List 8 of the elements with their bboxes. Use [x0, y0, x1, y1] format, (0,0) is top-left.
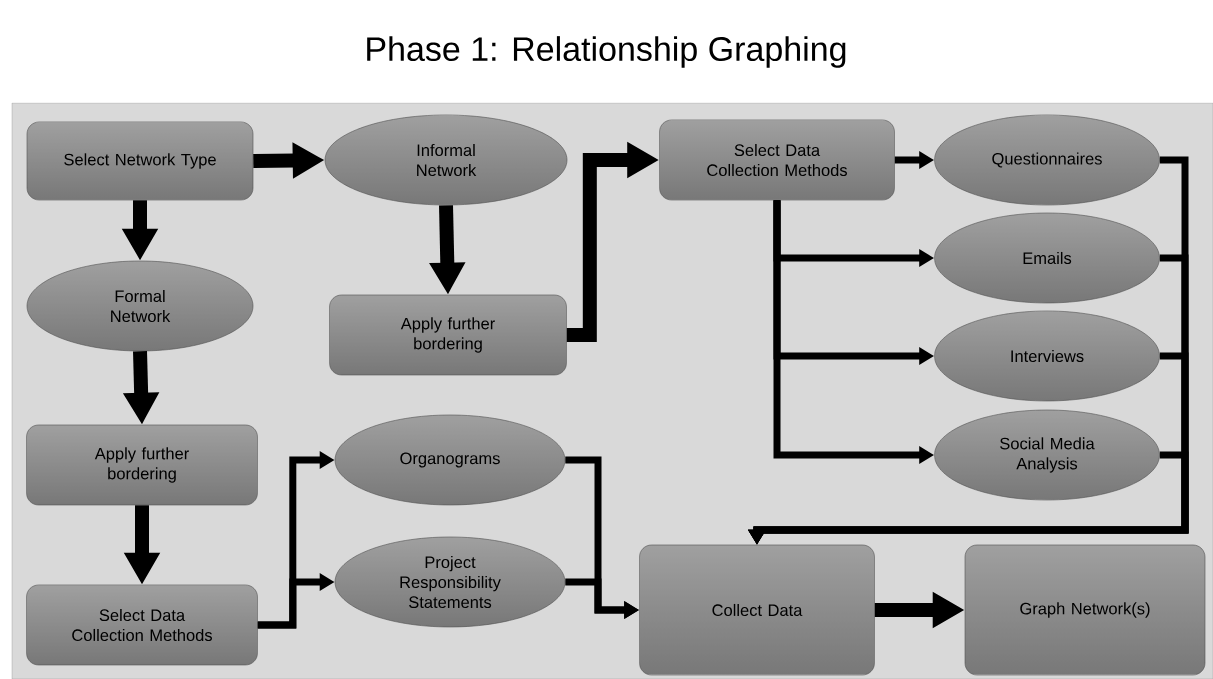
- process-box: Apply further bordering: [26, 424, 258, 506]
- process-box: Apply further bordering: [329, 294, 567, 376]
- process-box: Select Data Collection Methods: [26, 584, 258, 666]
- title: Phase 1: Relationship Graphing: [367, 36, 846, 68]
- process-box: Graph Network(s): [964, 544, 1206, 676]
- process-box: Select Network Type: [26, 121, 254, 201]
- process-box: Select Data Collection Methods: [659, 119, 895, 201]
- process-box: Collect Data: [639, 544, 875, 676]
